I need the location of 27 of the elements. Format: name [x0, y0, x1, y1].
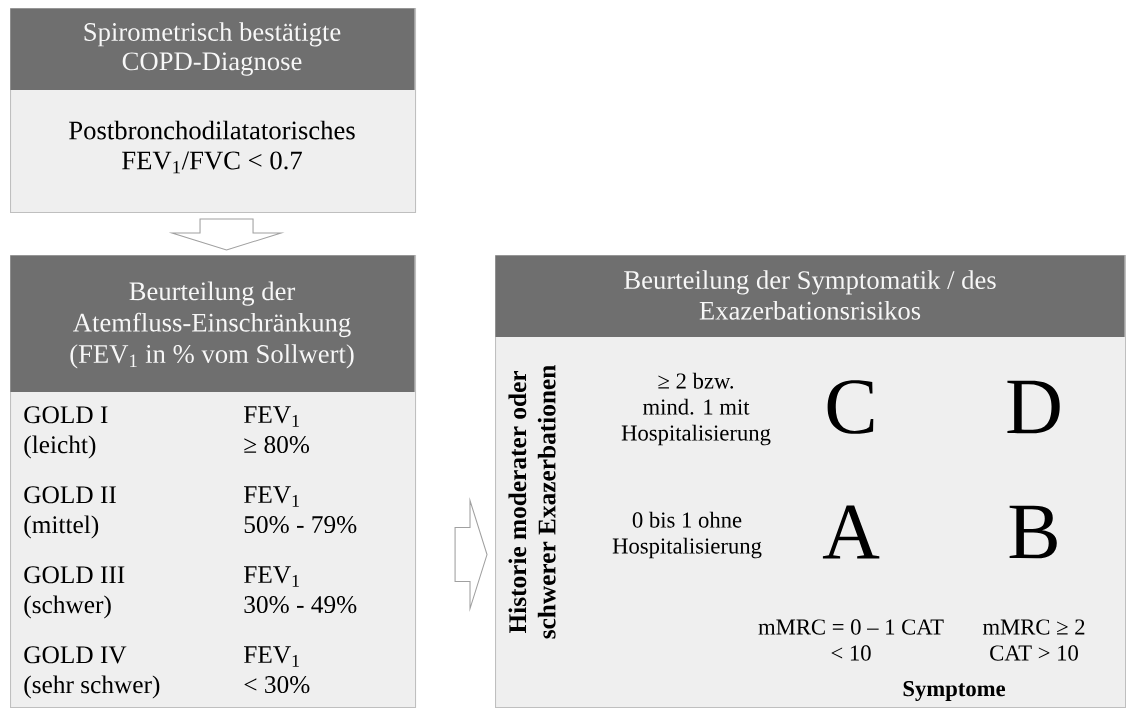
value-label: FEV$_{1}$ < 30%: [244, 646, 310, 694]
grade-label: GOLD II (mittel): [24, 486, 116, 539]
column-label: mMRC ≥ 2 CAT > 10: [982, 619, 1085, 661]
grade-label: GOLD I (leicht): [24, 406, 108, 459]
header-text: Beurteilung der Atemfluss-Einschränkung (FEV$_{1}$ in % vom Sollwert): [70, 281, 354, 369]
classification-panel: [495, 255, 1126, 709]
group-letter: A: [822, 505, 880, 559]
group-letter: D: [1007, 380, 1060, 434]
block-arrow: [168, 218, 285, 251]
value-label: FEV$_{1}$ 50% - 79%: [244, 486, 357, 534]
value-label: FEV$_{1}$ ≥ 80%: [244, 406, 310, 454]
header-text: Spirometrisch bestätigte COPD-Diagnose: [84, 22, 341, 76]
header-text: Beurteilung der Symptomatik / des Exazerbationsrisikos: [624, 270, 996, 320]
row-label: 0 bis 1 ohne Hospitalisierung: [612, 511, 762, 559]
axis-title: Historie moderater oder schwerer Exazerbationen: [508, 365, 556, 639]
column-label: mMRC = 0 – 1 CAT < 10: [758, 619, 944, 661]
axis-title: Symptome: [903, 681, 1006, 701]
process-box: [10, 8, 417, 214]
group-letter: C: [827, 380, 874, 434]
grade-label: GOLD IV (sehr schwer): [24, 646, 160, 699]
value-label: FEV$_{1}$ 30% - 49%: [244, 566, 357, 614]
block-arrow: [454, 497, 488, 613]
process-box: [10, 255, 417, 709]
group-letter: B: [1009, 505, 1057, 559]
row-label: ≥ 2 bzw. mind. 1 mit Hospitalisierung: [621, 372, 771, 446]
grade-label: GOLD III (schwer): [24, 566, 125, 619]
body-text: Postbronchodilatatorisches FEV$_{1}$/FVC < 0.7: [69, 120, 355, 174]
